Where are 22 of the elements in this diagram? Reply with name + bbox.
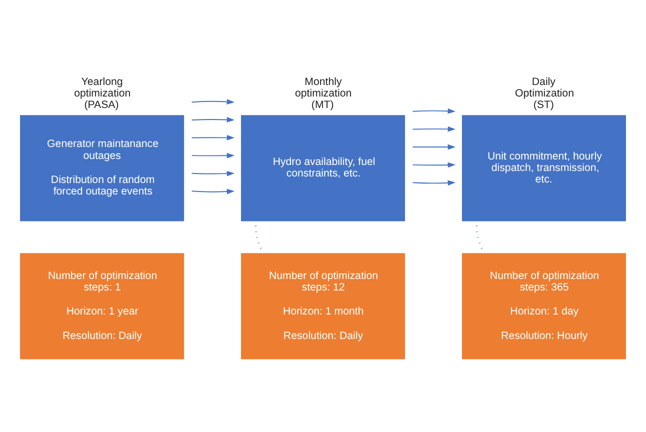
arrow (412, 126, 456, 132)
arrow (191, 117, 235, 122)
node-box: Number of optimization steps: 365 Horizon: 1 day Resolution: Hourly (462, 253, 626, 360)
arrow (412, 162, 456, 168)
node-box: Number of optimization steps: 1 Horizon: 1 year Resolution: Daily (20, 253, 184, 360)
node-label: Daily Optimization (ST) (515, 76, 574, 112)
connector (476, 226, 483, 250)
node-box: Generator maintanance outages Distribution of random forced outage events (20, 115, 184, 222)
arrow (191, 99, 235, 104)
arrow (412, 180, 456, 186)
arrow (412, 144, 456, 150)
arrow (191, 134, 235, 140)
node-box: Hydro availability, fuel constraints, etc. (240, 115, 406, 222)
arrow (191, 188, 235, 194)
node-box: Unit commitment, hourly dispatch, transmission, etc. (462, 115, 626, 222)
node-label: Monthly optimization (MT) (295, 76, 352, 112)
arrow (412, 108, 456, 114)
arrow (191, 170, 235, 176)
node-label: Yearlong optimization (PASA) (74, 76, 131, 112)
connector (254, 226, 262, 250)
arrow (191, 152, 235, 158)
node-box: Number of optimization steps: 12 Horizon: 1 month Resolution: Daily (240, 253, 406, 360)
